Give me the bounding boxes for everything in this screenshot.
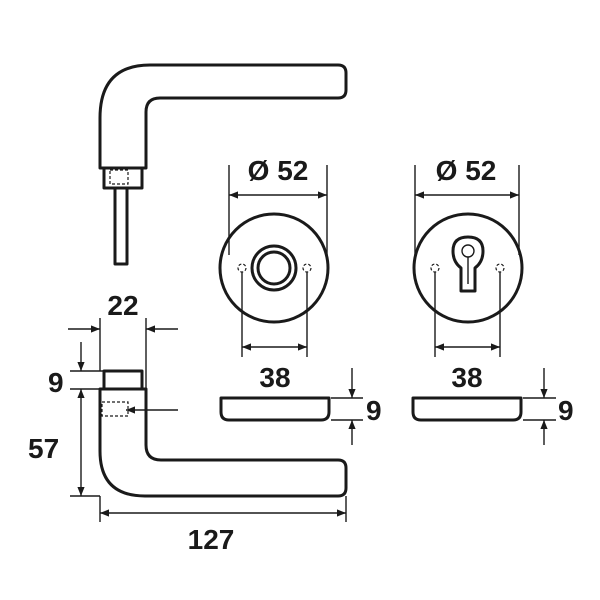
handle-neck-width-label: 22: [107, 290, 138, 321]
handle-side-view: [98, 63, 348, 266]
rose-plain-diameter-label: Ø 52: [248, 155, 309, 186]
rose-key-front-view: Ø 52 38 9: [411, 155, 574, 445]
handle-collar-height-label: 9: [48, 367, 64, 398]
rose-key-thickness-label: 9: [558, 395, 574, 426]
handle-side-spindle: [113, 186, 129, 266]
rose-plain-side-profile: [219, 396, 331, 422]
rose-plain-spindle-hole: [256, 250, 292, 286]
rose-plain-spindle-ring: [250, 244, 298, 292]
rose-key-hole-spacing-label: 38: [451, 362, 482, 393]
handle-side-grub-screw: [109, 169, 129, 185]
rose-key-outer-circle: [412, 212, 524, 324]
rose-plain-screw-hole-left: [237, 263, 247, 273]
rose-key-screw-hole-right: [495, 263, 505, 273]
handle-top-lever: [98, 387, 348, 498]
rose-key-screw-hole-left: [430, 263, 440, 273]
rose-plain-front-view: Ø 52 38 9: [218, 155, 382, 445]
handle-length-label: 127: [188, 524, 235, 555]
handle-drop-label: 57: [28, 433, 59, 464]
handle-top-view: 22 9 57 127: [28, 290, 348, 555]
rose-key-diameter-label: Ø 52: [436, 155, 497, 186]
handle-side-lever: [98, 63, 348, 170]
rose-plain-outer-circle: [218, 212, 330, 324]
handle-top-collar: [102, 369, 144, 391]
handle-top-grub-screw: [101, 401, 129, 417]
rose-plain-hole-spacing-label: 38: [259, 362, 290, 393]
rose-plain-thickness-label: 9: [366, 395, 382, 426]
rose-key-keyhole: [451, 235, 485, 293]
rose-key-keyhole-inner: [461, 244, 475, 258]
rose-key-side-profile: [411, 396, 523, 422]
rose-plain-screw-hole-right: [302, 263, 312, 273]
